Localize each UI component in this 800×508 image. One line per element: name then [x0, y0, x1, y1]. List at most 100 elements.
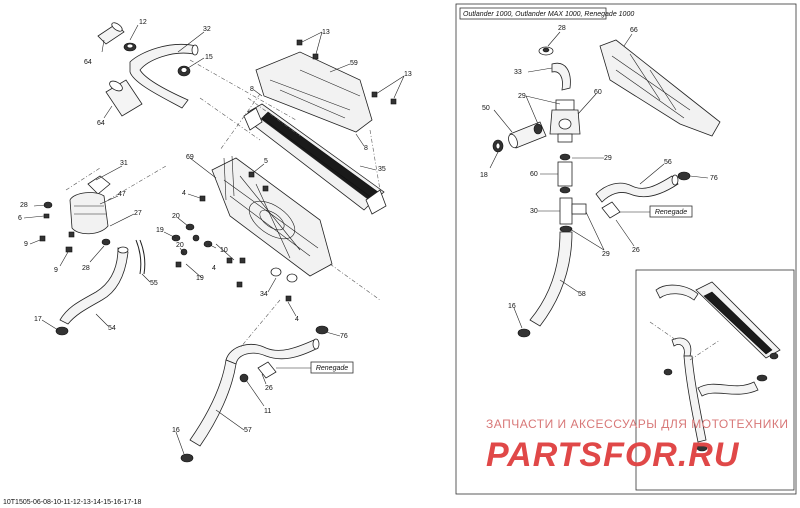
clamp-16-right — [517, 328, 531, 338]
assembly-lines-left — [65, 59, 381, 349]
renegade-tag-left: Renegade — [276, 361, 354, 374]
thermostat-60 — [549, 99, 581, 143]
leader-lines-right — [489, 31, 709, 329]
cap-28-right — [538, 46, 554, 56]
clamp-29-a — [533, 123, 543, 135]
callout-16-right: 16 — [508, 303, 516, 310]
callout-60-lower: 60 — [530, 171, 538, 178]
callout-28-lower: 28 — [82, 265, 90, 272]
callout-50: 50 — [482, 105, 490, 112]
fan-shroud-69 — [211, 157, 333, 277]
callout-59: 59 — [350, 60, 358, 67]
hose-64-lower — [105, 79, 143, 117]
clamp-18 — [492, 139, 504, 153]
callout-18: 18 — [480, 172, 488, 179]
reservoir-47 — [69, 192, 109, 235]
hose-55 — [135, 239, 146, 275]
callout-8-right: 8 — [364, 145, 368, 152]
callout-13-top: 13 — [322, 29, 330, 36]
bracket-69 — [223, 155, 235, 201]
callout-19-lower: 19 — [196, 275, 204, 282]
callout-29-lower: 29 — [602, 251, 610, 258]
callout-56: 56 — [664, 159, 672, 166]
tube-60-lower — [557, 153, 573, 194]
callout-20-lower: 20 — [176, 242, 184, 249]
callout-35: 35 — [378, 166, 386, 173]
callout-12: 12 — [139, 19, 147, 26]
callout-58: 58 — [578, 291, 586, 298]
callout-9-lower: 9 — [54, 267, 58, 274]
callout-16-left: 16 — [172, 427, 180, 434]
callout-6: 6 — [18, 215, 22, 222]
callout-8-left: 8 — [250, 86, 254, 93]
callout-26-right: 26 — [632, 247, 640, 254]
hose-58 — [529, 231, 573, 327]
callout-4-center: 4 — [212, 265, 216, 272]
callout-17: 17 — [34, 316, 42, 323]
callout-57: 57 — [244, 427, 252, 434]
callout-32: 32 — [203, 26, 211, 33]
callout-34: 34 — [260, 291, 268, 298]
callouts-left: 12 32 64 15 64 13 59 13 8 8 69 35 5 4 31… — [18, 19, 412, 434]
hose-32 — [129, 44, 199, 109]
clamp-16-left — [180, 453, 194, 463]
callout-10: 10 — [220, 247, 228, 254]
callout-9-upper: 9 — [24, 241, 28, 248]
callout-15: 15 — [205, 54, 213, 61]
watermark: ЗАПЧАСТИ И АКСЕССУАРЫ ДЛЯ МОТОТЕХНИКИ PA… — [486, 417, 788, 474]
bracket-26-right — [601, 201, 621, 219]
renegade-tag-right: Renegade — [620, 205, 693, 218]
cap-28-lower — [101, 238, 111, 246]
nut-9 — [39, 235, 46, 242]
bolts-13-top — [296, 39, 397, 105]
callout-28-left: 28 — [20, 202, 28, 209]
clamp-12 — [123, 42, 137, 52]
clamp-17 — [55, 326, 69, 336]
callout-19-upper: 19 — [156, 227, 164, 234]
hose-64-upper — [97, 22, 125, 45]
callout-76-left: 76 — [340, 333, 348, 340]
callout-31: 31 — [120, 160, 128, 167]
callout-11: 11 — [264, 408, 271, 415]
callout-54: 54 — [108, 325, 116, 332]
callout-69: 69 — [186, 154, 194, 161]
callout-64-upper: 64 — [84, 59, 92, 66]
clamp-15 — [177, 65, 191, 77]
cap-31 — [87, 175, 111, 195]
tee-30 — [559, 197, 587, 225]
callout-29-upper: 29 — [518, 93, 526, 100]
inset-title: Outlander 1000, Outlander MAX 1000, Rene… — [463, 11, 634, 18]
callout-26-left: 26 — [265, 385, 273, 392]
callout-66: 66 — [630, 27, 638, 34]
callout-33: 33 — [514, 69, 522, 76]
clamp-76-right — [677, 171, 691, 181]
callout-5: 5 — [264, 158, 268, 165]
hardware-left — [171, 171, 298, 302]
clamp-76-left — [315, 325, 329, 335]
preview-inset — [635, 269, 795, 491]
callout-27: 27 — [134, 210, 142, 217]
callout-55: 55 — [150, 280, 158, 287]
hose-54 — [59, 246, 129, 325]
callout-20-upper: 20 — [172, 213, 180, 220]
callout-4-shroud: 4 — [182, 190, 186, 197]
callout-13-right: 13 — [404, 71, 412, 78]
leader-lines-left — [23, 24, 405, 455]
watermark-tagline: ЗАПЧАСТИ И АКСЕССУАРЫ ДЛЯ МОТОТЕХНИКИ — [486, 417, 788, 431]
bolt-9b — [65, 231, 75, 253]
callout-76-right: 76 — [710, 175, 718, 182]
callout-64-lower: 64 — [97, 120, 105, 127]
inset-frame: Outlander 1000, Outlander MAX 1000, Rene… — [455, 3, 797, 495]
callout-29-middle: 29 — [604, 155, 612, 162]
watermark-logo: PARTSFOR.RU — [486, 436, 740, 474]
document-id: 10T1505-06-08-10-11-12-13-14-15-16-17-18 — [3, 499, 142, 506]
support-66 — [599, 39, 721, 137]
hose-11 — [225, 338, 320, 365]
renegade-label-left: Renegade — [316, 365, 348, 372]
filler-neck-33 — [551, 62, 571, 91]
hose-57 — [189, 359, 237, 447]
renegade-label-right: Renegade — [655, 209, 687, 216]
callout-28-right: 28 — [558, 25, 566, 32]
support-59 — [255, 51, 373, 133]
